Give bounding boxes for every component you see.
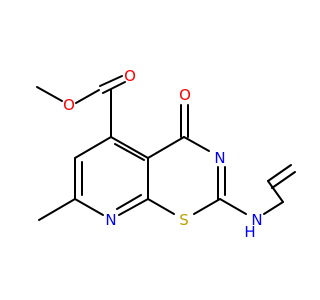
bond-c5-c4a-b	[114, 143, 145, 161]
bond-nh-ch2	[263, 201, 284, 215]
atom-amine-hydrogen: H	[244, 223, 255, 241]
bond-carbonylc-o-double-a	[99, 75, 123, 87]
bond-ch-ch2-double-a	[267, 164, 292, 182]
bond-ch2-ch	[267, 180, 284, 203]
bond-c2-nh	[219, 198, 247, 215]
bond-c5-c6	[74, 136, 112, 159]
bond-c7-n8	[74, 198, 104, 216]
bond-c4-n3	[183, 136, 210, 152]
molecule-canvas: O O O N N S H N	[36, 67, 296, 241]
atom-ester-carbonyl-oxygen: O	[124, 67, 136, 85]
atom-ring-carbonyl-oxygen: O	[179, 86, 191, 104]
bond-n8-c8a-a	[118, 198, 149, 216]
bond-methyl-o	[36, 86, 63, 102]
bond-group	[36, 75, 296, 221]
bond-ch-ch2-double-b	[271, 171, 296, 189]
bond-c2-s1	[193, 198, 221, 215]
atom-ring-nitrogen-pyridine: N	[105, 211, 116, 229]
structure-diagram: O O O N N S H N	[36, 67, 296, 241]
bond-c7-methyl	[38, 198, 76, 221]
bond-carbonylc-o-double-b	[102, 81, 126, 94]
atom-ester-ether-oxygen: O	[63, 96, 75, 114]
bond-c4a-c4	[147, 136, 185, 159]
atom-ring-sulfur: S	[179, 211, 189, 229]
bond-n8-c8a-b	[116, 194, 142, 210]
bond-c5-c4a-a	[110, 136, 149, 159]
atom-label-group: O O O N N S H N	[63, 67, 263, 241]
bond-s1-c8a	[147, 198, 175, 215]
atom-amine-nitrogen: N	[251, 211, 262, 229]
bond-o-carbonylc	[75, 89, 100, 104]
atom-ring-nitrogen-thiazine: N	[214, 149, 225, 167]
